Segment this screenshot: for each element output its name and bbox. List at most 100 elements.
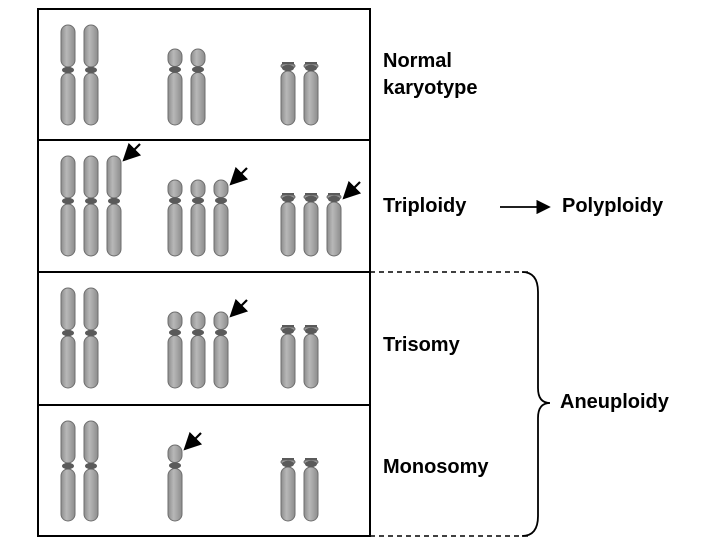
chromosome bbox=[83, 155, 99, 257]
centromere bbox=[85, 66, 97, 74]
chromosome-arm-lower bbox=[303, 70, 319, 126]
chromosome-arm-upper bbox=[190, 179, 206, 199]
chromosome-arm-lower bbox=[280, 70, 296, 126]
chromosome-arm-lower bbox=[83, 72, 99, 126]
chromosome-arm-lower bbox=[167, 203, 183, 257]
centromere bbox=[305, 195, 317, 203]
chromosome-arm-upper bbox=[213, 311, 229, 331]
chromosome-band bbox=[305, 193, 317, 196]
chromosome-arm-upper bbox=[167, 179, 183, 199]
chromosome-arm-upper bbox=[83, 420, 99, 464]
chromosome-arm-lower bbox=[303, 333, 319, 389]
chromosome-arm-lower bbox=[303, 201, 319, 257]
chromosome-arm-upper bbox=[106, 155, 122, 199]
chromosome-arm-lower bbox=[280, 201, 296, 257]
chromosome bbox=[167, 179, 183, 257]
chromosome-arm-lower bbox=[83, 468, 99, 522]
label-trisomy: Trisomy bbox=[383, 334, 460, 356]
centromere bbox=[85, 462, 97, 470]
highlight-arrow bbox=[183, 431, 203, 451]
chromosome-arm-upper bbox=[167, 311, 183, 331]
chromosome-arm-upper bbox=[83, 24, 99, 68]
chromosome-arm-upper bbox=[60, 24, 76, 68]
centromere bbox=[282, 460, 294, 468]
chromosome-band bbox=[282, 62, 294, 65]
chromosome-band bbox=[305, 458, 317, 461]
centromere bbox=[62, 329, 74, 337]
chromosome bbox=[213, 179, 229, 257]
label-normal-karyotype: Normal karyotype bbox=[383, 48, 478, 102]
centromere bbox=[282, 327, 294, 335]
centromere bbox=[305, 64, 317, 72]
centromere bbox=[169, 462, 181, 469]
chromosome-arm-upper bbox=[167, 48, 183, 68]
chromosome-arm-upper bbox=[190, 311, 206, 331]
chromosome-arm-lower bbox=[190, 72, 206, 126]
chromosome-arm-upper bbox=[213, 179, 229, 199]
chromosome-arm-lower bbox=[83, 203, 99, 257]
chromosome-arm-upper bbox=[60, 155, 76, 199]
chromosome-band bbox=[282, 458, 294, 461]
chromosome-arm-lower bbox=[326, 201, 342, 257]
centromere bbox=[85, 329, 97, 337]
chromosome-arm-lower bbox=[190, 203, 206, 257]
chromosome-arm-lower bbox=[213, 203, 229, 257]
chromosome-arm-lower bbox=[60, 203, 76, 257]
centromere bbox=[305, 327, 317, 335]
chromosome bbox=[280, 193, 296, 257]
chromosome-arm-lower bbox=[303, 466, 319, 522]
chromosome-arm-lower bbox=[83, 335, 99, 389]
chromosome-arm-lower bbox=[167, 72, 183, 126]
chromosome-arm-upper bbox=[83, 287, 99, 331]
label-triploidy: Triploidy bbox=[383, 195, 467, 217]
chromosome bbox=[60, 287, 76, 389]
label-polyploidy: Polyploidy bbox=[562, 195, 664, 217]
label-normal-line1: Normal bbox=[383, 50, 452, 72]
chromosome-arm-upper bbox=[60, 420, 76, 464]
chromosome-arm-lower bbox=[167, 335, 183, 389]
chromosome bbox=[167, 48, 183, 126]
centromere bbox=[192, 197, 204, 204]
chromosome bbox=[303, 62, 319, 126]
centromere bbox=[192, 329, 204, 336]
highlight-arrow bbox=[229, 166, 249, 186]
centromere bbox=[169, 197, 181, 204]
chromosome-band bbox=[328, 193, 340, 196]
label-monosomy: Monosomy bbox=[383, 456, 489, 478]
chromosome bbox=[60, 420, 76, 522]
centromere bbox=[328, 195, 340, 203]
chromosome bbox=[167, 444, 183, 522]
highlight-arrow bbox=[342, 180, 362, 200]
centromere bbox=[62, 197, 74, 205]
chromosome bbox=[190, 311, 206, 389]
centromere bbox=[62, 66, 74, 74]
chromosome bbox=[106, 155, 122, 257]
chromosome-arm-lower bbox=[167, 468, 183, 522]
chromosome-arm-lower bbox=[60, 72, 76, 126]
chromosome-arm-lower bbox=[190, 335, 206, 389]
chromosome bbox=[167, 311, 183, 389]
chromosome-arm-lower bbox=[60, 468, 76, 522]
highlight-arrow bbox=[229, 298, 249, 318]
centromere bbox=[108, 197, 120, 205]
label-normal-line2: karyotype bbox=[383, 77, 478, 99]
chromosome-band bbox=[305, 62, 317, 65]
chromosome bbox=[60, 155, 76, 257]
chromosome bbox=[60, 24, 76, 126]
chromosome bbox=[303, 458, 319, 522]
chromosome bbox=[213, 311, 229, 389]
chromosome-arm-upper bbox=[190, 48, 206, 68]
chromosome-arm-lower bbox=[280, 466, 296, 522]
chromosome-band bbox=[282, 325, 294, 328]
centromere bbox=[62, 462, 74, 470]
chromosome bbox=[83, 420, 99, 522]
chromosome-arm-upper bbox=[83, 155, 99, 199]
chromosome-layer bbox=[60, 24, 362, 522]
chromosome bbox=[190, 48, 206, 126]
chromosome bbox=[303, 193, 319, 257]
chromosome-arm-upper bbox=[60, 287, 76, 331]
centromere bbox=[215, 329, 227, 336]
centromere bbox=[169, 66, 181, 73]
